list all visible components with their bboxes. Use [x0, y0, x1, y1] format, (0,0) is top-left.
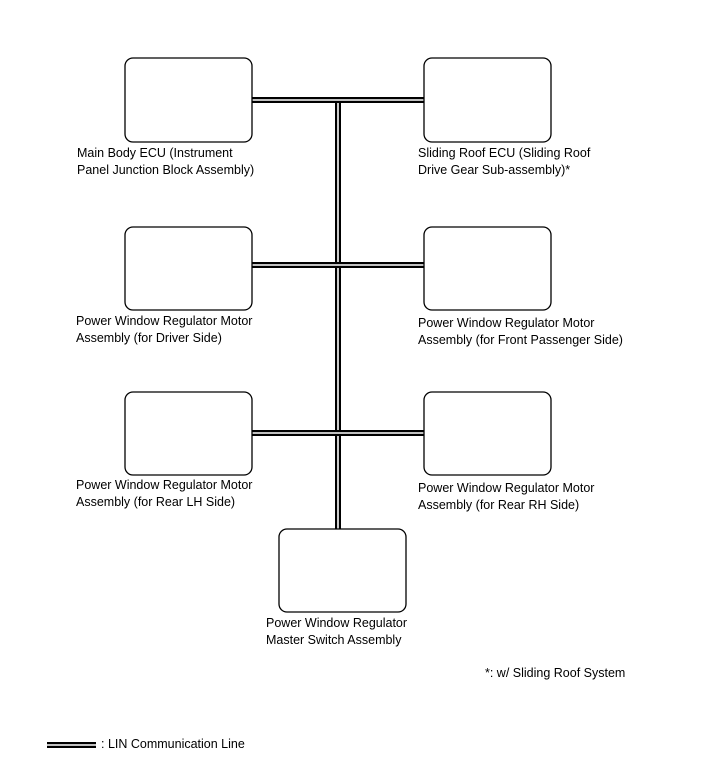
- pw-front-passenger-box: [423, 226, 552, 311]
- lin-communication-lines: [251, 97, 425, 530]
- main-body-ecu-label: Main Body ECU (Instrument Panel Junction…: [77, 146, 255, 177]
- pw-driver-label: Power Window Regulator Motor Assembly (f…: [76, 314, 253, 345]
- main-body-ecu-box: [124, 57, 253, 143]
- pw-front-passenger-label: Power Window Regulator Motor Assembly (f…: [418, 316, 623, 347]
- pw-rear-rh-label: Power Window Regulator Motor Assembly (f…: [418, 481, 595, 512]
- sliding-roof-ecu-box: [423, 57, 552, 143]
- legend-label: : LIN Communication Line: [101, 737, 245, 751]
- sliding-roof-ecu-label: Sliding Roof ECU (Sliding Roof Drive Gea…: [418, 146, 591, 177]
- pw-driver-box: [124, 226, 253, 311]
- pw-rear-rh-box: [423, 391, 552, 476]
- master-switch-label: Power Window Regulator Master Switch Ass…: [266, 616, 408, 647]
- pw-rear-lh-label: Power Window Regulator Motor Assembly (f…: [76, 478, 253, 509]
- master-switch-box: [278, 528, 407, 613]
- sliding-roof-footnote: *: w/ Sliding Roof System: [485, 666, 626, 680]
- pw-rear-lh-box: [124, 391, 253, 476]
